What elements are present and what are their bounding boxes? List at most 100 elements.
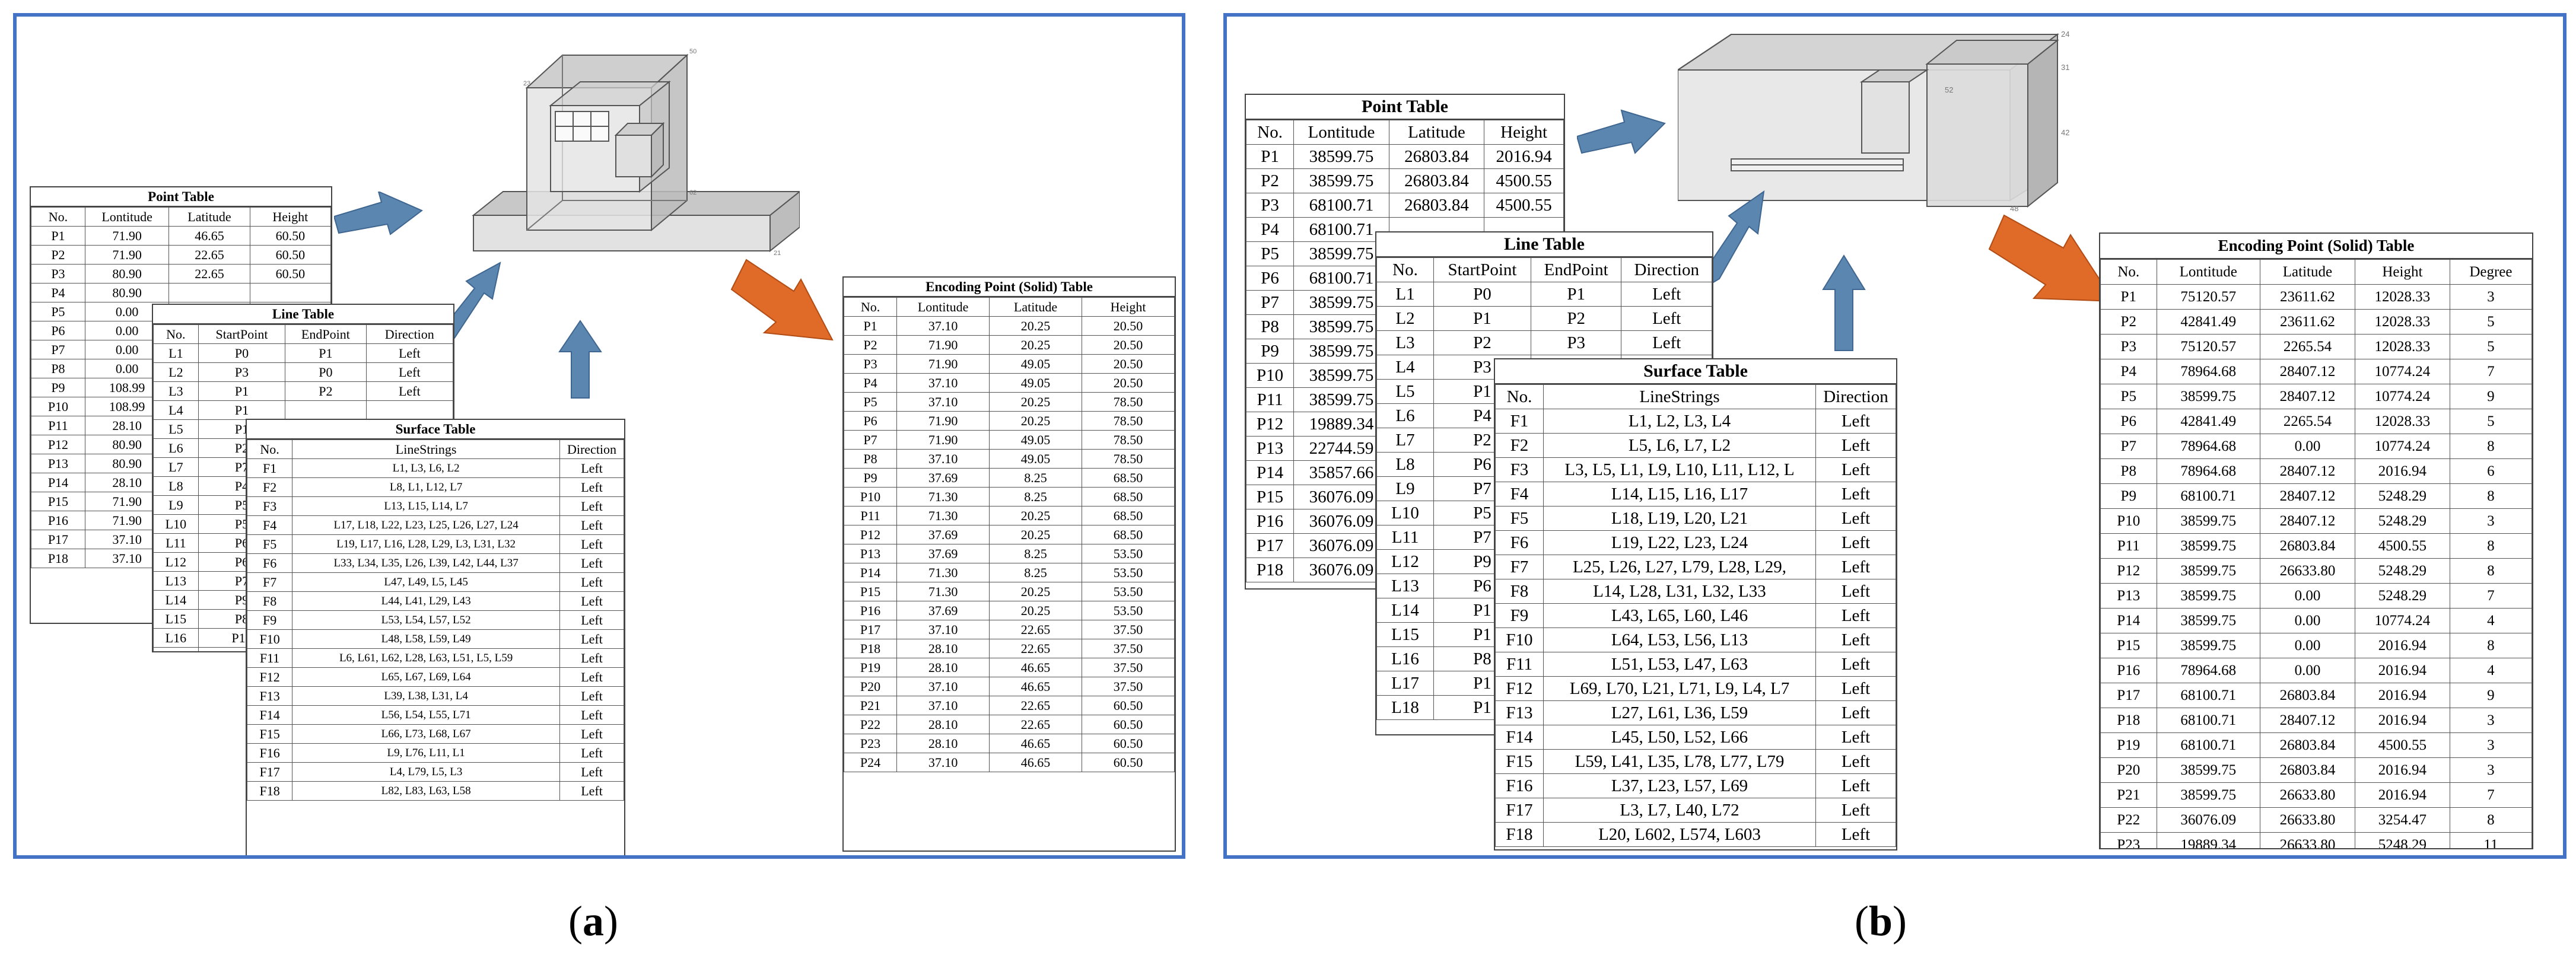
table-cell: 78.50 (1082, 392, 1175, 412)
table-cell: F5 (1495, 506, 1544, 531)
table-cell: Left (559, 648, 624, 668)
table-cell: L82, L83, L63, L58 (292, 781, 561, 801)
table-cell: 7 (2449, 583, 2532, 609)
table-cell: L56, L54, L55, L71 (292, 705, 561, 725)
svg-text:50: 50 (689, 48, 697, 55)
table-cell: P17 (2100, 683, 2157, 708)
table-cell: L33, L34, L35, L26, L39, L42, L44, L37 (292, 553, 561, 573)
table-cell: F9 (1495, 603, 1544, 628)
table-cell: L4 (153, 400, 199, 420)
table-cell: F14 (247, 705, 293, 725)
table-cell: 26803.84 (1388, 144, 1485, 169)
column-header: No. (844, 297, 898, 317)
column-header: Lontitude (84, 207, 170, 227)
table-cell: L12 (1376, 549, 1435, 574)
table-cell: 4500.55 (2354, 533, 2450, 559)
svg-text:24: 24 (2061, 30, 2069, 39)
table-cell: 49.05 (989, 373, 1083, 393)
table-cell: P11 (1246, 387, 1295, 412)
table-cell: 38599.75 (2156, 757, 2260, 783)
table-cell: P2 (2100, 309, 2157, 335)
table-cell: 10774.24 (2354, 359, 2450, 384)
table-cell: 68100.71 (2156, 708, 2260, 733)
table-cell: 20.25 (989, 506, 1083, 525)
table-cell: P12 (31, 435, 85, 454)
table-cell: P18 (31, 549, 85, 568)
table-cell: P1 (1433, 306, 1531, 331)
table-cell: 12028.33 (2354, 284, 2450, 310)
table-cell: 60.50 (1082, 696, 1175, 715)
table-cell: P7 (1246, 290, 1295, 315)
table-cell: L11 (1376, 525, 1435, 550)
column-header: No. (31, 207, 85, 227)
table-cell: 26803.84 (1388, 193, 1485, 218)
table-cell: 26803.84 (2259, 757, 2355, 783)
table-cell: 68100.71 (1293, 193, 1389, 218)
table-cell: 53.50 (1082, 582, 1175, 601)
table-cell: 37.10 (896, 316, 990, 336)
table-cell: 22.65 (989, 639, 1083, 658)
table-cell: Left (1621, 306, 1712, 331)
table-cell: 2265.54 (2259, 409, 2355, 434)
table-cell: 26633.80 (2259, 832, 2355, 848)
table-cell: 0.00 (2259, 583, 2355, 609)
table-cell: F6 (1495, 530, 1544, 555)
table-cell: Left (559, 534, 624, 554)
table-cell: 3254.47 (2354, 807, 2450, 833)
table-cell: 8.25 (989, 487, 1083, 507)
encoding-point-table-title: Encoding Point (Solid) Table (844, 278, 1175, 297)
table-cell: 20.25 (989, 525, 1083, 544)
table-cell: 20.25 (989, 601, 1083, 620)
table-cell: F12 (247, 667, 293, 687)
table-cell: P12 (844, 525, 898, 544)
table-cell: 26803.84 (2259, 732, 2355, 758)
table-cell: 68100.71 (1293, 217, 1389, 242)
caption-b: (b) (1854, 897, 1907, 945)
table-cell: P4 (844, 373, 898, 393)
table-cell: 46.65 (989, 734, 1083, 753)
table-cell (285, 400, 367, 420)
table-cell: P6 (2100, 409, 2157, 434)
table-cell: 4 (2449, 658, 2532, 683)
table-cell: 80.90 (84, 283, 170, 302)
table-cell: P16 (31, 511, 85, 530)
table-cell: 78.50 (1082, 449, 1175, 469)
table-cell: 26633.80 (2259, 782, 2355, 808)
table-cell: P2 (1246, 168, 1295, 193)
column-header: Direction (559, 439, 624, 459)
table-cell: 68.50 (1082, 468, 1175, 488)
table-cell: L14 (153, 590, 199, 610)
table-cell: F16 (247, 743, 293, 763)
table-cell: 49.05 (989, 449, 1083, 469)
table-cell: P11 (2100, 533, 2157, 559)
svg-text:31: 31 (2061, 63, 2069, 72)
table-cell: 26803.84 (1388, 168, 1485, 193)
table-cell: L12 (153, 552, 199, 572)
table-cell: F3 (247, 496, 293, 516)
column-header: StartPoint (1433, 257, 1531, 282)
table-cell: L15 (153, 609, 199, 629)
table-cell: Left (559, 667, 624, 687)
table-cell: L9 (1376, 476, 1435, 501)
table-cell: P10 (31, 397, 85, 416)
table-cell: 71.90 (896, 335, 990, 355)
table-cell: P1 (198, 400, 286, 420)
